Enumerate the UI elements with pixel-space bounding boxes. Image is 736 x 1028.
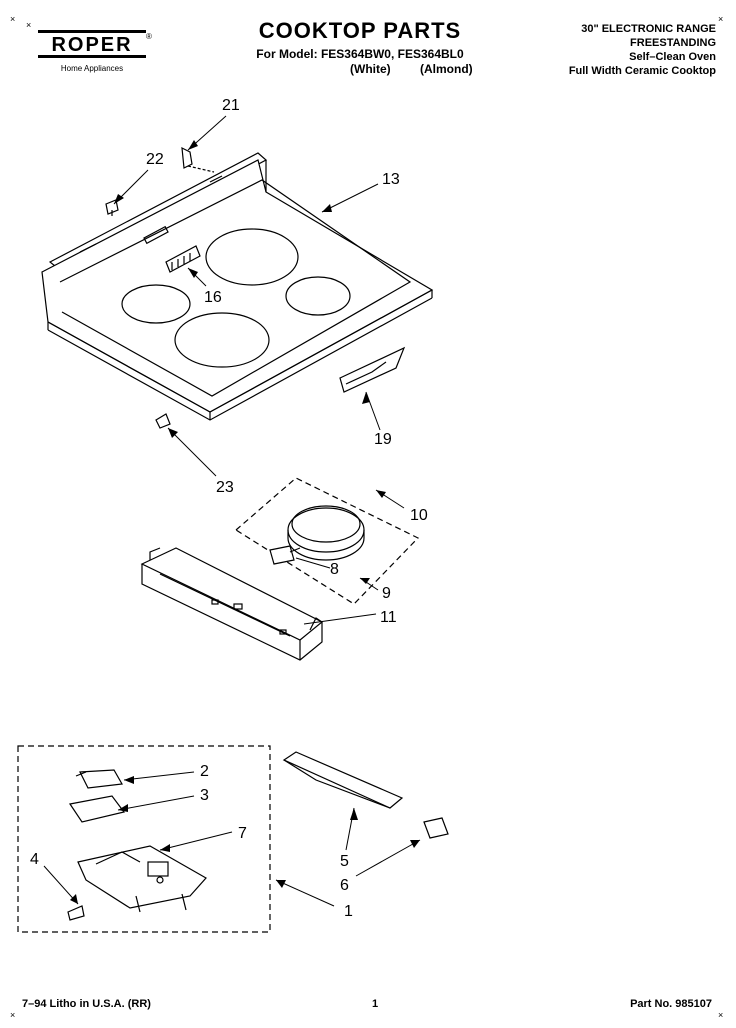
corner-mark-bottom-left: × <box>10 1010 16 1020</box>
corner-mark-top-right: × <box>718 14 724 24</box>
part-8-terminal-block <box>269 545 301 565</box>
control-group-outline <box>17 745 271 933</box>
part-2-switch <box>75 769 123 789</box>
callout-10: 10 <box>410 507 428 524</box>
part-5-bracket <box>282 751 404 809</box>
part-3-insulator <box>68 795 126 823</box>
part-7-control-bracket <box>77 845 207 913</box>
part-6-connector <box>423 817 449 839</box>
part-23-clip <box>155 413 171 429</box>
callout-6: 6 <box>340 877 349 894</box>
brand-subtitle: Home Appliances <box>60 64 124 73</box>
spec-line-4: Full Width Ceramic Cooktop <box>568 65 716 77</box>
part-4-clip <box>67 905 85 921</box>
burner-large-front <box>174 312 270 368</box>
footer-part-number: Part No. 985107 <box>630 998 712 1010</box>
callout-16: 16 <box>204 289 222 306</box>
callout-7: 7 <box>238 825 247 842</box>
callout-1: 1 <box>344 903 353 920</box>
callout-3: 3 <box>200 787 209 804</box>
callout-9: 9 <box>382 585 391 602</box>
model-numbers: For Model: FES364BW0, FES364BL0 <box>256 47 464 61</box>
part-16-connector <box>165 245 201 273</box>
spec-line-2: FREESTANDING <box>630 37 716 49</box>
callout-22: 22 <box>146 151 164 168</box>
brand-logo: ROPER <box>38 30 146 58</box>
burner-small-left <box>121 284 191 324</box>
trademark-symbol: ® <box>146 32 152 41</box>
callout-23: 23 <box>216 479 234 496</box>
corner-mark-bottom-right: × <box>718 1010 724 1020</box>
corner-mark-top-left-inner: × <box>26 20 32 30</box>
callout-19: 19 <box>374 431 392 448</box>
callout-13: 13 <box>382 171 400 188</box>
footer-litho: 7–94 Litho in U.S.A. (RR) <box>22 998 151 1010</box>
corner-mark-top-left: × <box>10 14 16 24</box>
callout-2: 2 <box>200 763 209 780</box>
part-22-bracket <box>105 199 119 216</box>
page-title: COOKTOP PARTS <box>258 18 462 43</box>
callout-21: 21 <box>222 97 240 114</box>
part-10-element-group-outline <box>234 477 420 605</box>
burner-small-rear-right <box>285 276 351 316</box>
part-19-plate <box>339 346 406 393</box>
callout-5: 5 <box>340 853 349 870</box>
spec-line-3: Self–Clean Oven <box>629 51 716 63</box>
footer-page-number: 1 <box>372 998 379 1010</box>
part-21-clip <box>181 146 215 173</box>
color-white-label: (White) <box>350 62 391 76</box>
cooktop-panel <box>41 152 434 421</box>
spec-line-1: 30" ELECTRONIC RANGE <box>581 23 716 35</box>
color-almond-label: (Almond) <box>420 62 473 76</box>
callout-11: 11 <box>380 609 397 626</box>
callout-4: 4 <box>30 851 39 868</box>
callout-8: 8 <box>330 561 339 578</box>
part-11-support-channel <box>140 547 324 661</box>
part-9-radiant-element <box>287 505 365 561</box>
burner-large-rear <box>205 228 299 286</box>
brand-logo-text: ROPER <box>51 34 132 56</box>
